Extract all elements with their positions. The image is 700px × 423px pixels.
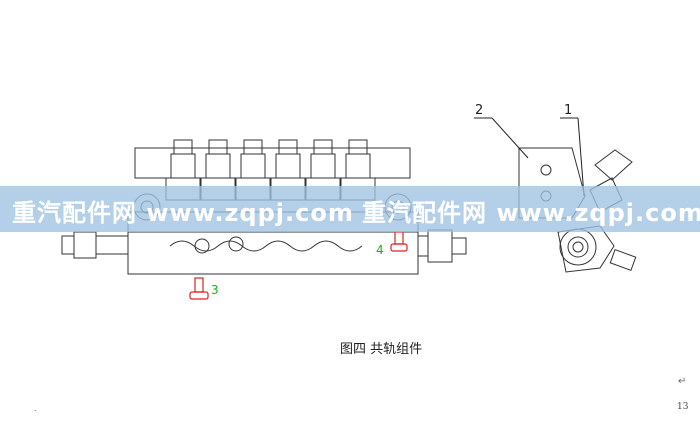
pressure-limiter-valve: [417, 229, 467, 263]
bolt-3: [189, 277, 209, 300]
bolt-4: [390, 231, 408, 252]
page-number: 13: [677, 402, 689, 412]
callout-1: 1: [564, 103, 572, 118]
watermark-text-repeat: 重汽配件网 www.zqpj.com: [362, 199, 700, 227]
callout-2: 2: [475, 103, 483, 118]
callout-4: 4: [376, 243, 384, 257]
dot-mark: .: [34, 404, 37, 413]
watermark-band: [0, 186, 700, 232]
callout-3: 3: [211, 283, 219, 297]
figure-caption: 图四 共轨组件: [340, 342, 423, 357]
watermark-text: 重汽配件网 www.zqpj.com: [12, 199, 354, 227]
return-mark: ↵: [678, 376, 687, 387]
left-inlet-fitting: [61, 231, 129, 259]
callout-leader-lines: [474, 117, 585, 197]
